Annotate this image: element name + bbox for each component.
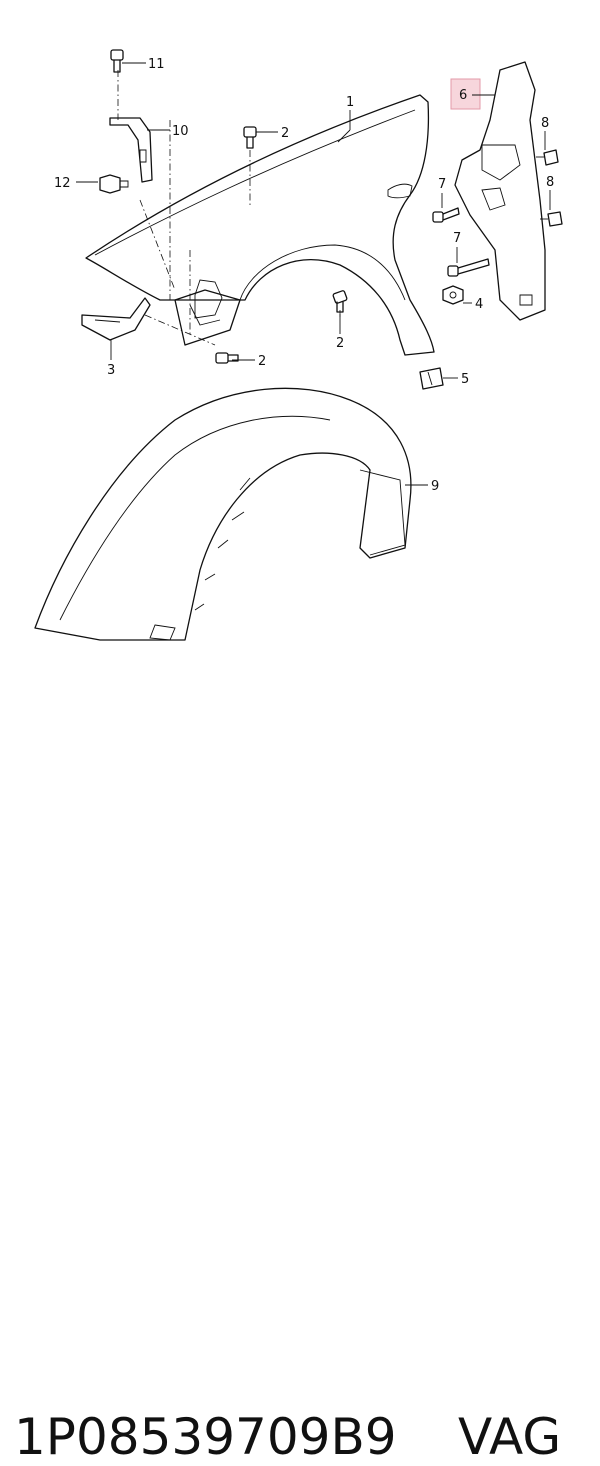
fender-support-6 xyxy=(454,61,546,321)
wheelhouse-liner-9 xyxy=(34,387,412,641)
parts-exploded-diagram: 11 10 2 1 12 3 2 2 6 7 7 8 8 4 5 9 xyxy=(34,49,563,641)
grommet-12 xyxy=(99,174,129,194)
part-number: 1P08539709B9 xyxy=(14,1408,397,1466)
callout-11: 11 xyxy=(148,57,165,72)
callout-8-upper: 8 xyxy=(541,116,549,131)
clip-8-lower xyxy=(540,211,563,227)
callout-2-bottom: 2 xyxy=(258,354,266,369)
screw-7-lower xyxy=(447,258,490,277)
callout-7-upper: 7 xyxy=(438,177,446,192)
screw-2-mid xyxy=(332,290,348,313)
callout-4: 4 xyxy=(475,297,483,312)
callout-2-mid: 2 xyxy=(336,336,344,351)
leader-lines xyxy=(76,62,551,486)
footer: 1P08539709B9 VAG xyxy=(0,700,600,1466)
callout-6: 6 xyxy=(459,88,467,103)
callout-12: 12 xyxy=(54,176,71,191)
screw-2-top xyxy=(243,126,257,149)
callout-labels: 11 10 2 1 12 3 2 2 6 7 7 8 8 4 5 9 xyxy=(54,57,554,494)
clip-5 xyxy=(419,367,444,390)
callout-5: 5 xyxy=(461,372,469,387)
highlight-box xyxy=(450,78,481,110)
callout-7-lower: 7 xyxy=(453,231,461,246)
clip-8-upper xyxy=(536,149,559,166)
callout-10: 10 xyxy=(172,124,189,139)
brand-name: VAG xyxy=(458,1408,562,1466)
fender-panel xyxy=(85,94,435,356)
callout-1: 1 xyxy=(346,95,354,110)
screw-2-bottom xyxy=(215,352,239,364)
callout-9: 9 xyxy=(431,479,439,494)
screw-11 xyxy=(110,49,124,73)
screw-7-upper xyxy=(432,207,460,223)
callout-3: 3 xyxy=(107,363,115,378)
callout-2-top: 2 xyxy=(281,126,289,141)
bracket-3 xyxy=(81,289,241,346)
bracket-10 xyxy=(109,117,153,183)
nut-4 xyxy=(442,285,464,305)
callout-8-lower: 8 xyxy=(546,175,554,190)
